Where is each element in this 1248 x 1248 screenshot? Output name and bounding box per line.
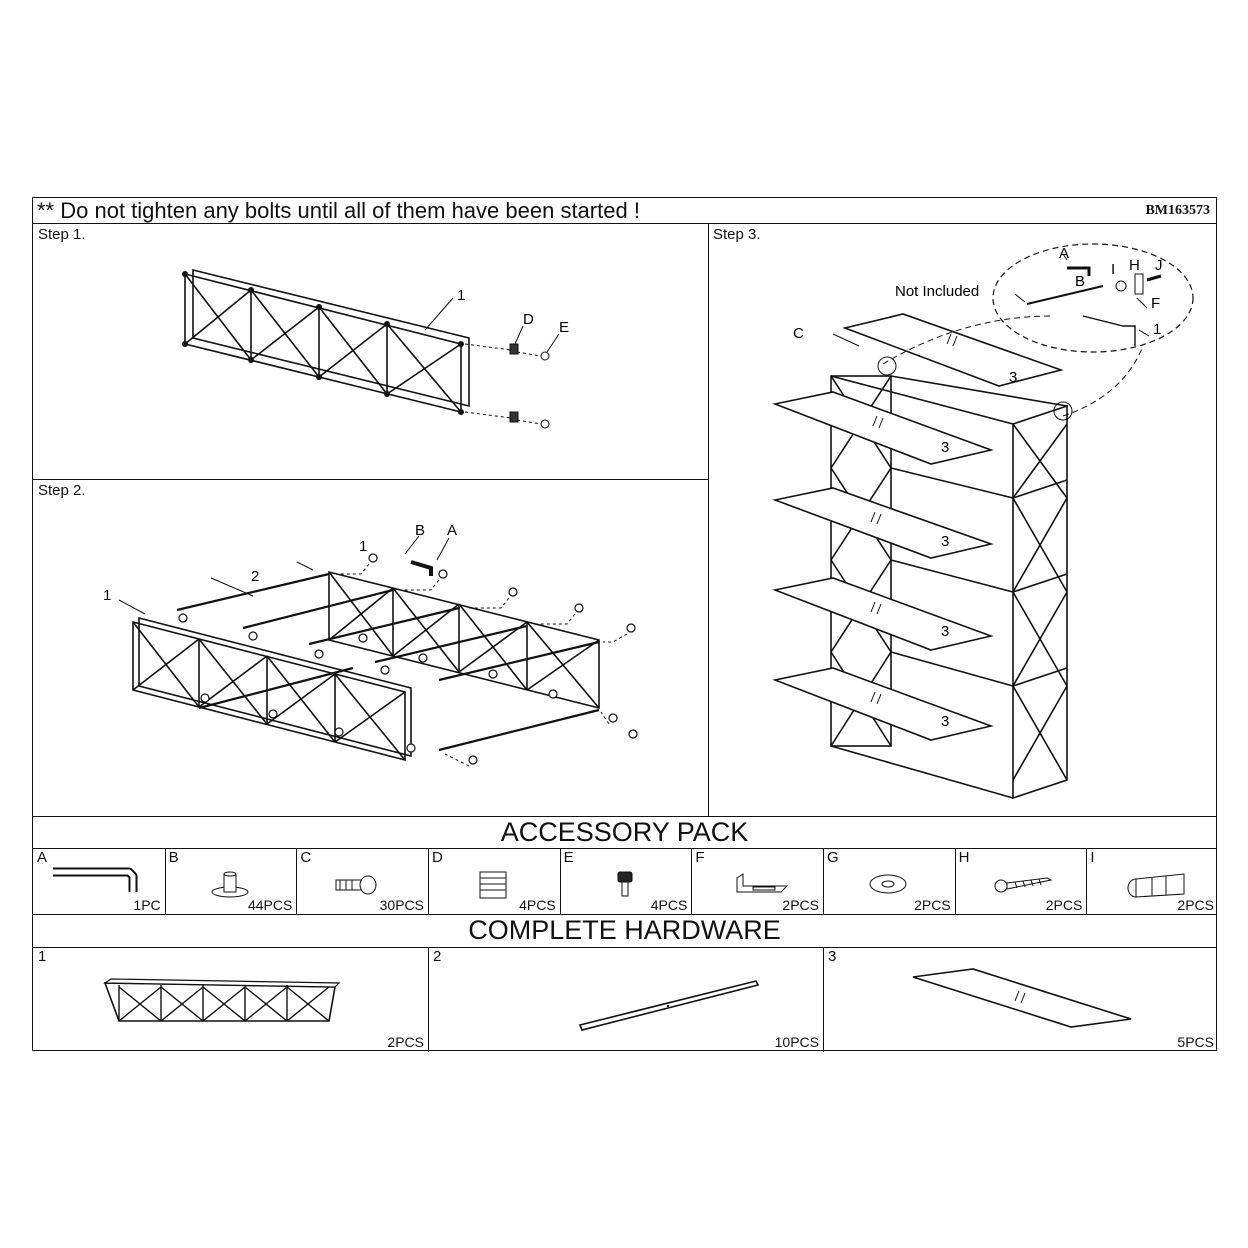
divider <box>823 947 824 1052</box>
allen-key-icon <box>53 867 138 892</box>
hardware-qty-3: 5PCS <box>1177 1034 1214 1050</box>
step1-callout-d: D <box>523 311 534 328</box>
divider <box>691 848 693 914</box>
divider <box>33 223 1216 224</box>
accessory-letter-f: F <box>695 849 705 866</box>
step3-callout-a: A <box>1059 245 1069 262</box>
step3-callout-1: 1 <box>1153 321 1161 338</box>
step3-callout-c: C <box>793 325 804 342</box>
bolt-icon <box>211 871 249 898</box>
accessory-qty-d: 4PCS <box>519 897 556 913</box>
step3-callout-h: H <box>1129 257 1140 274</box>
accessory-letter-h: H <box>958 849 970 866</box>
divider <box>1086 848 1088 914</box>
accessory-letter-c: C <box>300 849 312 866</box>
divider <box>428 947 429 1052</box>
divider <box>823 848 824 914</box>
divider <box>33 816 1216 817</box>
step3-callout-i: I <box>1111 261 1115 278</box>
shelf-label-5: 3 <box>941 713 949 730</box>
wall-anchor-icon <box>1127 873 1185 898</box>
accessory-letter-e: E <box>563 849 574 866</box>
accessory-letter-a: A <box>37 849 48 866</box>
divider <box>428 848 429 914</box>
step1-callout-e: E <box>559 319 569 336</box>
step2-callout-1-left: 1 <box>103 587 111 604</box>
step2-label: Step 2. <box>38 482 86 499</box>
end-cap-icon <box>479 871 507 899</box>
leveling-foot-icon <box>617 871 633 897</box>
divider <box>33 848 1216 849</box>
accessory-qty-g: 2PCS <box>914 897 951 913</box>
divider <box>33 947 1216 948</box>
shelf-label-2: 3 <box>941 439 949 456</box>
hardware-qty-1: 2PCS <box>387 1034 424 1050</box>
complete-hardware-title: COMPLETE HARDWARE <box>468 915 781 945</box>
divider <box>33 479 708 480</box>
step1-diagram: 1 D E <box>182 268 569 429</box>
accessory-letter-i: I <box>1090 849 1095 866</box>
step2-callout-b: B <box>415 522 425 539</box>
divider <box>559 848 561 914</box>
step2-callout-2: 2 <box>251 568 259 585</box>
accessory-qty-h: 2PCS <box>1045 897 1083 913</box>
glass-shelf-icon <box>912 968 1132 1028</box>
hardware-qty-2: 10PCS <box>774 1034 819 1050</box>
divider <box>164 848 166 914</box>
rod-icon <box>578 980 760 1031</box>
accessory-pack-title: ACCESSORY PACK <box>500 817 749 847</box>
step1-callout-1: 1 <box>457 287 465 304</box>
shelf-label-3: 3 <box>941 533 949 550</box>
accessory-qty-e: 4PCS <box>650 897 688 913</box>
connector-icon <box>335 875 377 895</box>
step2-callout-1-back: 1 <box>359 538 367 555</box>
side-frame-icon <box>103 978 341 1022</box>
accessory-qty-b: 44PCS <box>247 897 293 913</box>
step3-callout-b: B <box>1075 273 1085 290</box>
divider <box>33 914 1216 915</box>
step3-label: Step 3. <box>713 226 761 243</box>
accessory-qty-i: 2PCS <box>1177 897 1214 913</box>
accessory-qty-a: 1PC <box>133 897 161 913</box>
shelf-label-1: 3 <box>1009 369 1017 386</box>
instruction-sheet: ** Do not tighten any bolts until all of… <box>32 197 1217 1052</box>
step3-callout-f: F <box>1151 295 1160 312</box>
l-bracket-icon <box>736 873 789 893</box>
screw-icon <box>994 877 1053 893</box>
accessory-qty-f: 2PCS <box>782 897 819 913</box>
model-number: BM163573 <box>1145 203 1210 218</box>
hardware-number-3: 3 <box>828 948 837 965</box>
accessory-letter-b: B <box>168 849 179 866</box>
warning-text: ** Do not tighten any bolts until all of… <box>37 198 640 223</box>
hardware-number-1: 1 <box>38 948 47 965</box>
divider <box>708 223 709 816</box>
step1-label: Step 1. <box>38 226 86 243</box>
shelf-label-4: 3 <box>941 623 949 640</box>
divider <box>296 848 298 914</box>
step2-callout-a: A <box>447 522 457 539</box>
washer-icon <box>869 874 907 894</box>
step2-diagram: 1 1 2 B A <box>103 522 638 767</box>
not-included-label: Not Included <box>895 283 979 300</box>
accessory-letter-g: G <box>827 849 839 866</box>
step3-callout-j: J <box>1155 257 1163 274</box>
step3-diagram: 3 3 3 3 3 C Not Included A B I H J F 1 <box>772 243 1194 800</box>
divider <box>954 848 956 914</box>
hardware-number-2: 2 <box>433 948 442 965</box>
accessory-qty-c: 30PCS <box>379 897 424 913</box>
accessory-letter-d: D <box>432 849 443 866</box>
